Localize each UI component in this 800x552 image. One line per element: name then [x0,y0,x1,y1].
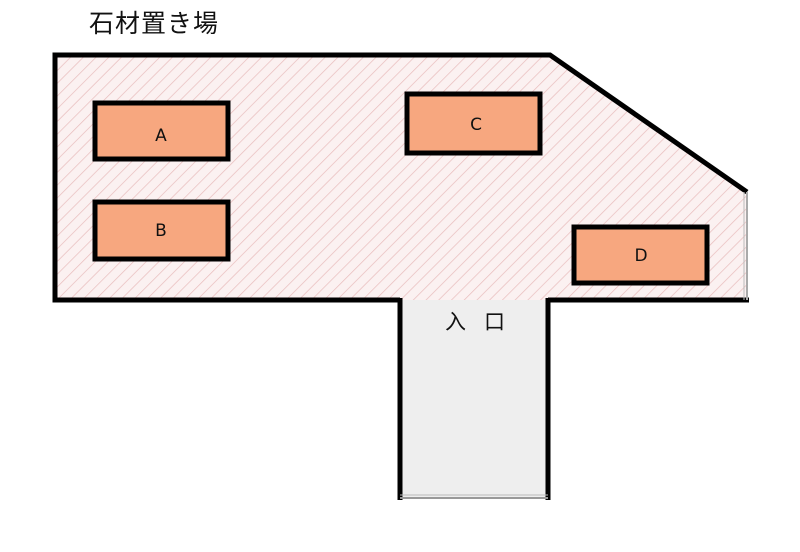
block-d: D [571,224,710,286]
block-b-label: B [155,221,167,241]
entrance-area [400,300,548,498]
block-b: B [92,199,231,262]
block-c: C [404,91,543,156]
block-a: A [92,100,231,162]
block-c-label: C [470,115,482,135]
entrance-label: 入口 [445,310,523,334]
block-a-label: A [155,126,167,146]
storage-area-outline [52,52,749,303]
block-d-label: D [634,246,647,266]
diagram-title: 石材置き場 [89,9,220,38]
